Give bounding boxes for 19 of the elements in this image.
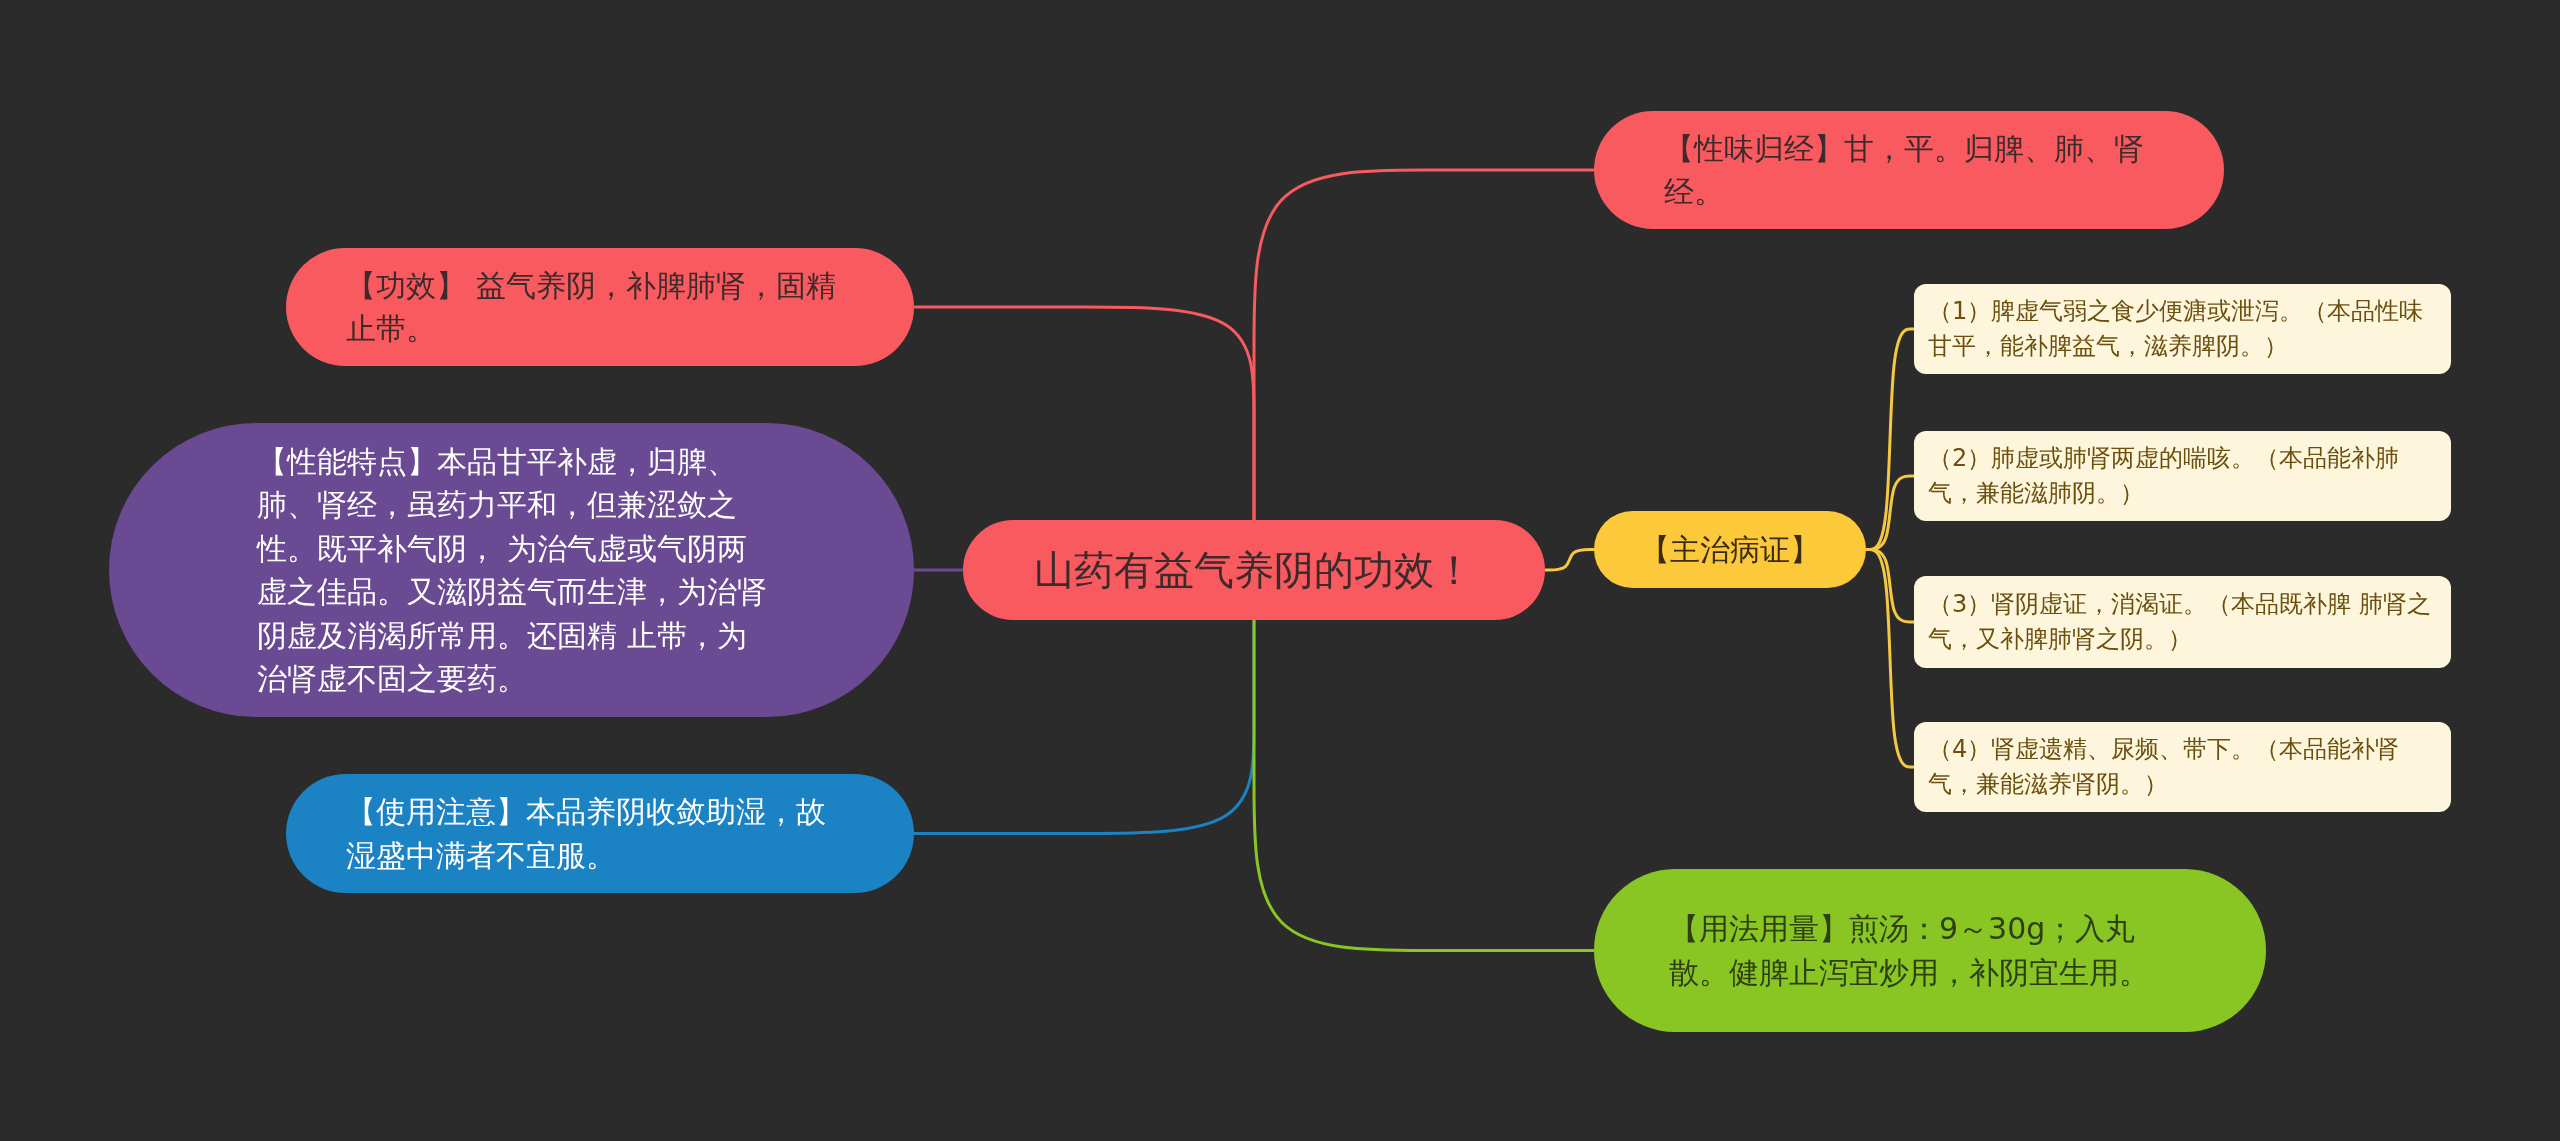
topic-text: 【性味归经】甘，平。归脾、肺、肾经。 [1664, 129, 2144, 211]
topic-text: （1）脾虚气弱之食少便溏或泄泻。（本品性味甘平，能补脾益气，滋养脾阴。） [1928, 296, 2425, 362]
topic-text: （2）肺虚或肺肾两虚的喘咳。（本品能补肺气，兼能滋肺阴。） [1928, 443, 2401, 509]
connector-line [1545, 548, 1594, 572]
subtopic-card [1914, 284, 2451, 374]
topic-text: 【使用注意】本品养阴收敛助湿，故湿盛中满者不宜服。 [346, 793, 827, 875]
connector-line [914, 568, 963, 572]
subtopic-card [1914, 431, 2451, 521]
topic-text: 【性能特点】本品甘平补虚，归脾、肺、肾经，虽药力平和，但兼涩敛之性。既平补气阴， 为治气虚或气阴两虚之佳品。又滋阴益气而生津，为治肾阴虚及消渴所常用。还固精 止带，为治肾虚不固之要药。 [257, 442, 768, 698]
topic-text: （3）肾阴虚证，消渴证。（本品既补脾 肺肾之气，又补脾肺肾之阴。） [1928, 589, 2432, 655]
connector-line [1252, 168, 1594, 520]
subtopic-card [1914, 722, 2451, 812]
topic-text: 【主治病证】 [1640, 530, 1820, 569]
topic-text: 【功效】 益气养阴，补脾肺肾，固精止带。 [346, 266, 837, 348]
subtopic-card [1914, 576, 2451, 668]
topic-text: 【用法用量】煎汤：9～30g；入丸散。健脾止泻宜炒用，补阴宜生用。 [1669, 910, 2150, 992]
topic-text: （4）肾虚遗精、尿频、带下。（本品能补肾气，兼能滋养肾阴。） [1928, 734, 2401, 800]
connector-line [1252, 620, 1594, 952]
central-topic-text: 山药有益气养阴的功效！ [1034, 546, 1474, 595]
